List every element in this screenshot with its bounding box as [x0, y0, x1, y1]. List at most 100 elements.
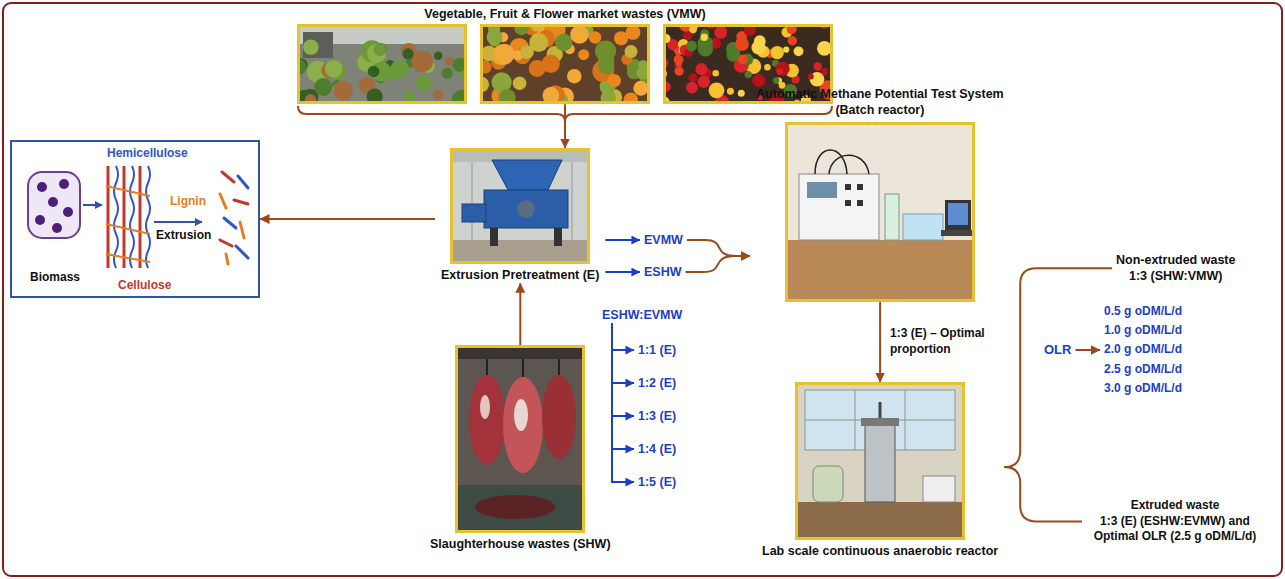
- drawing-part: [146, 166, 150, 268]
- drawing-part: [797, 384, 964, 539]
- drawing-part: [433, 90, 443, 100]
- photo-node: Lab scale continuous anaerobic reactor: [756, 382, 1004, 559]
- node-text: Non-extruded waste: [1116, 252, 1235, 268]
- drawing-part: [555, 34, 573, 52]
- drawing-part: [374, 43, 387, 56]
- ratio-item: 1:4 (E): [634, 441, 680, 457]
- photo-caption: Lab scale continuous anaerobic reactor: [762, 543, 998, 559]
- branch-heading: Non-extruded waste1:3 (SHW:VMW): [1112, 252, 1239, 285]
- drawing-part: [469, 375, 505, 465]
- drawing-part: [745, 71, 752, 78]
- connector: [612, 323, 634, 482]
- node-text: Extruded waste: [1086, 498, 1264, 514]
- drawing-part: [154, 221, 202, 223]
- drawing-part: [567, 69, 582, 84]
- drawing-part: [698, 76, 710, 88]
- drawing-part: [59, 179, 69, 189]
- drawing-part: [589, 32, 601, 44]
- drawing-part: [297, 24, 467, 104]
- drawing-part: [368, 66, 380, 78]
- drawing-part: [220, 194, 226, 208]
- drawing-part: [738, 55, 748, 65]
- olr-label: OLR: [1040, 342, 1075, 359]
- drawing-part: [445, 57, 453, 65]
- drawing-part: [37, 182, 47, 192]
- drawing-part: [686, 82, 698, 94]
- node-text: 2.0 g oDM/L/d: [1104, 340, 1182, 359]
- drawing-part: [773, 78, 779, 84]
- drawing-part: [35, 215, 45, 225]
- connector: [1076, 349, 1101, 351]
- drawing-part: [52, 223, 62, 233]
- drawing-part: [794, 47, 804, 57]
- connector: [260, 218, 435, 220]
- drawing-part: [295, 59, 306, 75]
- connector: [612, 323, 634, 350]
- photo-caption: Extrusion Pretreatment (E): [441, 267, 599, 283]
- drawing-part: [295, 24, 835, 104]
- connector: [519, 283, 521, 345]
- drawing-part: [486, 359, 488, 375]
- drawing-part: [222, 172, 234, 182]
- drawing-part: [676, 61, 682, 67]
- drawing-part: [571, 162, 573, 240]
- drawing-part: [633, 81, 648, 96]
- connector: [612, 323, 634, 416]
- node-text: ESHW: [644, 264, 682, 280]
- page-border: [3, 3, 1282, 576]
- drawing-part: [712, 70, 719, 77]
- drawing-part: [688, 74, 697, 83]
- connector: [612, 323, 634, 383]
- drawing-part: [529, 60, 546, 77]
- drawing-part: [494, 44, 515, 65]
- photo-caption: (Batch reactor): [835, 102, 924, 118]
- drawing-part: [923, 476, 955, 502]
- drawing-part: [738, 90, 745, 97]
- drawing-part: [325, 60, 343, 78]
- connector: [564, 104, 566, 148]
- drawing-part: [788, 36, 797, 45]
- drawing-part: [404, 91, 415, 102]
- drawing-part: [777, 69, 783, 75]
- drawing-part: [130, 166, 134, 268]
- connector: [605, 239, 640, 241]
- connector: [879, 302, 881, 383]
- node-text: 1:3 (SHW:VMW): [1116, 268, 1235, 284]
- drawing-part: [785, 122, 975, 302]
- drawing-part: [457, 347, 584, 532]
- ratio-heading: ESHW:EVMW: [598, 307, 686, 323]
- drawing-part: [608, 74, 621, 87]
- drawing-part: [520, 46, 534, 60]
- drawing-part: [367, 44, 386, 63]
- drawing-part: [727, 88, 734, 95]
- drawing-part: [107, 166, 110, 268]
- drawing-part: [558, 359, 560, 375]
- connector: [686, 256, 751, 272]
- drawing-part: [941, 230, 973, 236]
- drawing-part: [28, 172, 80, 238]
- drawing-part: [570, 25, 589, 44]
- drawing-part: [752, 74, 765, 87]
- connector: [1004, 467, 1082, 521]
- drawing-part: [814, 63, 822, 71]
- drawing-part: [845, 200, 851, 206]
- drawing-part: [450, 240, 590, 264]
- drawing-part: [492, 160, 562, 190]
- node-text: 1:5 (E): [638, 474, 676, 490]
- drawing-part: [714, 26, 727, 39]
- drawing-part: [455, 345, 585, 533]
- ratio-item: 1:5 (E): [634, 474, 680, 490]
- node-text: 1:3 (E): [638, 408, 676, 424]
- drawing-part: [490, 228, 498, 246]
- drawing-part: [686, 41, 697, 52]
- photo-node: Slaughterhouse wastes (SHW): [424, 345, 617, 552]
- branch-heading: Extruded waste1:3 (E) (ESHW:EVMW) and Op…: [1082, 498, 1268, 545]
- drawing-part: [695, 63, 707, 75]
- node-text: 2.5 g oDM/L/d: [1104, 360, 1182, 379]
- drawing-part: [450, 148, 590, 264]
- ratio-item: 1:3 (E): [634, 408, 680, 424]
- drawing-part: [879, 402, 882, 418]
- drawing-part: [474, 24, 659, 104]
- drawing-part: [390, 60, 409, 79]
- olr-list: 0.5 g oDM/L/d1.0 g oDM/L/d2.0 g oDM/L/d2…: [1100, 302, 1186, 398]
